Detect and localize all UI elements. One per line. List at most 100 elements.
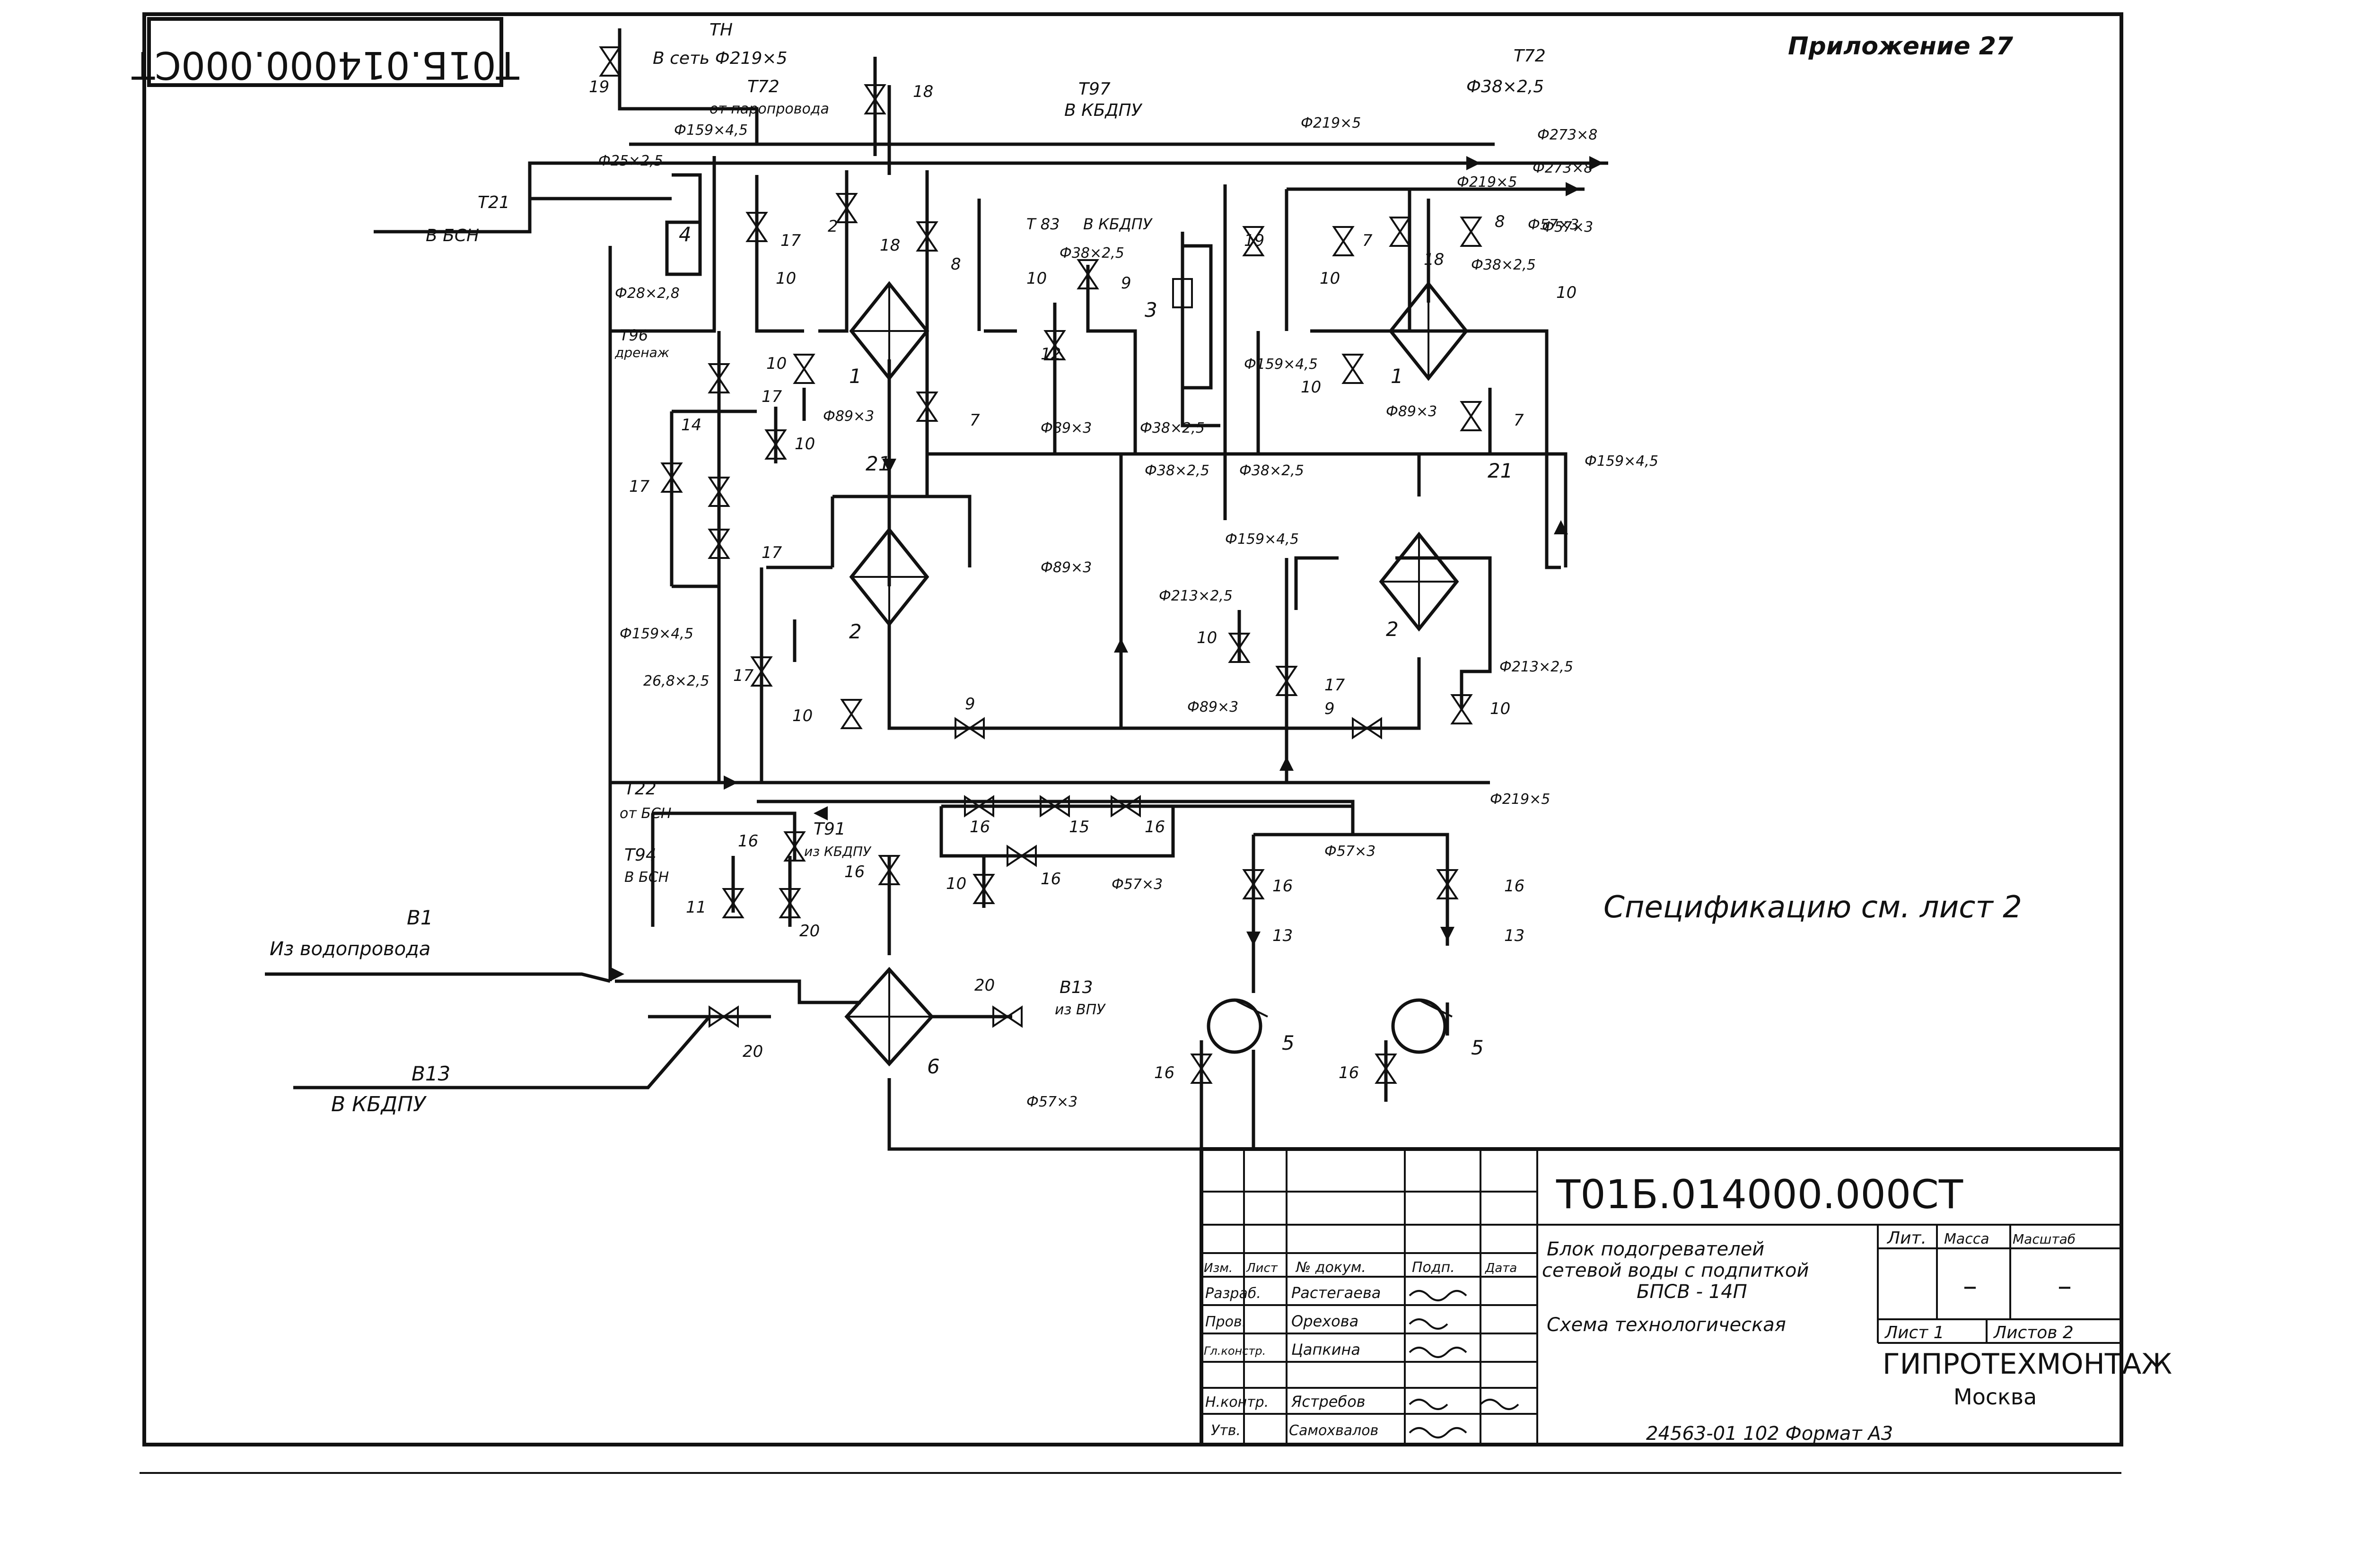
svg-text:17: 17 [1324,676,1345,695]
stream-t22-desc: от БСН [620,805,671,822]
tb-row5-role: Утв. [1211,1422,1241,1439]
svg-text:4: 4 [679,223,692,246]
svg-text:18: 18 [913,82,933,101]
svg-text:Ф28×2,8: Ф28×2,8 [615,285,680,302]
svg-text:6: 6 [927,1055,940,1078]
tb-city: Москва [1953,1384,2037,1410]
stream-t94-desc: В БСН [624,869,669,886]
svg-text:Ф25×2,5: Ф25×2,5 [598,153,663,169]
svg-text:10: 10 [792,706,813,725]
svg-text:Ф219×5: Ф219×5 [1490,791,1550,808]
tb-row2-name: Орехова [1291,1312,1358,1330]
svg-text:14: 14 [681,416,701,435]
tb-row4-name: Ястребов [1291,1393,1366,1411]
stream-th-desc: В сеть Ф219×5 [653,49,787,68]
svg-text:19: 19 [1244,231,1264,250]
stream-t72-right-code: T72 [1514,46,1546,66]
stream-b13-in-desc: из ВПУ [1055,1002,1106,1018]
svg-text:26,8×2,5: 26,8×2,5 [643,673,710,689]
svg-text:Ф38×2,5: Ф38×2,5 [1239,462,1304,479]
stream-t83-desc: В КБДПУ [1083,215,1153,233]
stream-t96-desc: дренаж [614,345,669,360]
stream-t22-code: T22 [624,779,657,799]
tb-lit-label: Лит. [1886,1228,1927,1248]
svg-text:Ф89×3: Ф89×3 [823,408,874,425]
svg-text:Ф159×4,5: Ф159×4,5 [620,626,693,642]
svg-text:Ф38×2,5: Ф38×2,5 [1145,462,1209,479]
svg-text:11: 11 [686,898,706,917]
svg-text:2: 2 [1386,618,1399,641]
title-desc-2: сетевой воды с подпиткой [1542,1260,1809,1281]
svg-text:9: 9 [1121,274,1131,293]
spec-note: Спецификацию см. лист 2 [1603,890,2022,925]
vessel-3-inner [1172,278,1193,308]
tb-row4-role: Н.контр. [1205,1394,1269,1411]
svg-text:3: 3 [1145,298,1157,322]
title-desc-1: Блок подогревателей [1547,1238,1764,1260]
svg-text:2: 2 [828,217,838,236]
svg-text:Ф219×5: Ф219×5 [1457,174,1517,191]
stream-t72-right-desc: Ф38×2,5 [1466,77,1544,96]
tb-row3-role: Гл.констр. [1204,1344,1266,1358]
title-scheme-type: Схема технологическая [1547,1314,1786,1336]
lower-pipes [265,804,1449,1151]
right-cluster-pipes [1121,184,1568,783]
svg-text:10: 10 [766,354,787,373]
stream-b13-out-desc: В КБДПУ [331,1092,427,1116]
svg-text:Ф89×3: Ф89×3 [1041,420,1092,436]
tb-sheets-label: Листов 2 [1993,1323,2074,1342]
signature-scribbles [1409,1290,1519,1438]
svg-text:10: 10 [1026,269,1047,288]
svg-text:Ф213×2,5: Ф213×2,5 [1159,588,1233,604]
title-block [1200,1147,2123,1446]
svg-text:16: 16 [1145,818,1165,836]
svg-text:Ф57×3: Ф57×3 [1324,843,1375,860]
svg-text:9: 9 [1324,699,1335,718]
svg-text:16: 16 [844,862,865,881]
stream-t94-code: T94 [624,845,657,865]
svg-text:10: 10 [1320,269,1340,288]
svg-text:7: 7 [1514,411,1524,430]
svg-text:Ф57×3: Ф57×3 [1112,876,1163,893]
tb-mass-label: Масса [1944,1231,1989,1247]
svg-text:16: 16 [1339,1063,1359,1082]
valves [599,46,1482,1084]
svg-text:Ф89×3: Ф89×3 [1187,699,1238,715]
svg-text:Ф159×4,5: Ф159×4,5 [1225,531,1299,548]
tb-sheet-label: Лист 1 [1884,1323,1945,1342]
svg-text:Ф38×2,5: Ф38×2,5 [1060,245,1124,261]
tb-col-sign: Подп. [1412,1259,1455,1276]
svg-text:18: 18 [880,236,900,255]
tb-row2-role: Пров. [1205,1314,1246,1330]
stream-t91-desc: из КБДПУ [804,844,872,859]
tb-row1-role: Разраб. [1205,1285,1261,1302]
svg-text:10: 10 [946,874,966,893]
stream-t21-code: T21 [478,193,510,212]
svg-text:10: 10 [1301,378,1321,397]
svg-text:17: 17 [762,543,782,562]
flow-arrows [610,156,1603,981]
svg-text:17: 17 [780,231,801,250]
stream-t72-code: T72 [747,77,780,96]
pump-5-left [1207,998,1268,1054]
left-cluster-pipes [670,170,1220,730]
svg-text:8: 8 [1495,212,1505,231]
stream-b13-out-code: B13 [412,1062,450,1085]
svg-text:7: 7 [970,411,980,430]
stream-th-code: TH [710,20,733,40]
svg-text:13: 13 [1504,926,1524,945]
pipe-size-labels: Ф159×4,5 Ф25×2,5 Ф219×5 Ф273×8 Ф273×8 Ф2… [598,115,1658,1110]
tb-scale-value: – [2058,1270,2072,1303]
svg-text:19: 19 [589,78,609,96]
svg-text:5: 5 [1282,1031,1295,1054]
svg-text:2: 2 [849,620,862,643]
svg-text:10: 10 [1490,699,1510,718]
appendix-label: Приложение 27 [1788,32,2014,61]
tb-mass-value: – [1963,1270,1977,1303]
tb-col-list: Лист [1246,1261,1278,1275]
svg-text:Ф38×2,5: Ф38×2,5 [1471,257,1536,273]
svg-text:5: 5 [1471,1036,1484,1059]
svg-text:Ф57×3: Ф57×3 [1542,219,1593,235]
svg-text:18: 18 [1424,250,1444,269]
